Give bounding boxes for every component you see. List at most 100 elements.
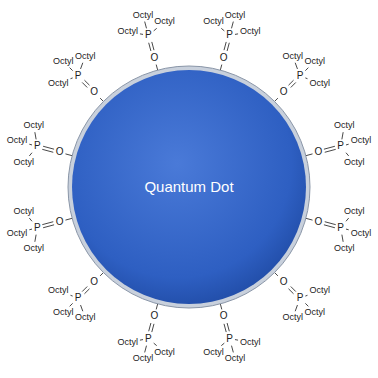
bond-line [154,343,157,346]
bond-line [43,146,54,149]
bond-line [232,22,234,29]
alkyl-label: Octyl [7,136,28,145]
alkyl-label: Octyl [305,308,326,317]
alkyl-label: Octyl [240,27,261,36]
bond-line [82,287,87,292]
alkyl-label: Octyl [351,136,372,145]
bond-line [305,303,308,306]
bond-line [29,153,32,156]
bond-line [81,305,83,311]
bond-line [35,235,36,242]
dot-label: Quantum Dot [144,177,234,197]
bond-line [70,303,73,306]
alkyl-label: Octyl [23,121,44,130]
atom-label: P [75,71,82,81]
atom-label: P [297,293,304,303]
bond-line [346,153,349,156]
bond-line [152,42,154,50]
alkyl-label: Octyl [53,308,74,317]
bond-line [220,304,221,310]
alkyl-label: Octyl [334,244,355,253]
bond-line [29,229,32,231]
bond-line [145,346,147,353]
bond-line [156,304,157,310]
bond-line [235,33,238,35]
alkyl-label: Octyl [344,158,365,167]
bond-line [42,222,53,225]
bond-line [65,154,72,156]
alkyl-label: Octyl [7,229,28,238]
bond-line [70,68,73,71]
alkyl-label: Octyl [240,338,261,347]
atom-label: P [145,334,152,344]
bond-line [100,98,103,101]
alkyl-label: Octyl [154,17,175,26]
bond-line [152,324,154,332]
quantum-dot-circle: Quantum Dot [67,65,311,309]
alkyl-label: Octyl [344,207,365,216]
alkyl-label: Octyl [53,57,74,66]
bond-line [325,149,336,152]
bond-line [346,229,349,231]
bond-line [140,339,143,341]
atom-label: O [315,147,323,157]
atom-label: O [150,53,158,63]
bond-line [342,132,343,139]
alkyl-label: Octyl [334,121,355,130]
bond-line [29,144,32,146]
bond-line [220,65,221,71]
bond-line [289,80,294,85]
bond-line [82,82,87,87]
bond-line [81,63,83,69]
bond-line [305,295,307,297]
bond-line [289,289,294,294]
bond-line [295,305,297,311]
alkyl-label: Octyl [154,348,175,357]
bond-line [306,154,313,156]
atom-label: O [56,147,64,157]
bond-line [65,218,72,220]
alkyl-label: Octyl [48,286,69,295]
bond-line [232,346,234,353]
atom-label: O [220,53,228,63]
bond-line [149,323,151,331]
atom-label: P [34,223,41,233]
alkyl-label: Octyl [14,207,35,216]
bond-line [29,218,32,221]
alkyl-label: Octyl [203,17,224,26]
atom-label: O [280,277,288,287]
dot-body [72,70,306,304]
alkyl-label: Octyl [133,354,154,363]
bond-line [227,43,229,51]
bond-line [42,149,53,152]
atom-label: P [145,30,152,40]
bond-line [84,289,89,294]
alkyl-label: Octyl [48,79,69,88]
alkyl-label: Octyl [75,52,96,61]
atom-label: P [226,30,233,40]
bond-line [154,28,157,31]
bond-line [324,225,335,228]
alkyl-label: Octyl [309,79,330,88]
bond-line [71,295,73,297]
bond-line [221,28,224,31]
atom-label: O [220,311,228,321]
atom-label: O [56,217,64,227]
alkyl-label: Octyl [225,354,246,363]
atom-label: P [297,71,304,81]
alkyl-label: Octyl [283,313,304,322]
bond-line [342,235,343,242]
atom-label: O [280,87,288,97]
bond-line [149,43,151,51]
bond-line [84,80,89,85]
bond-line [305,77,307,79]
atom-label: O [90,87,98,97]
bond-line [291,287,296,292]
bond-line [71,77,73,79]
atom-label: P [75,293,82,303]
atom-label: O [150,311,158,321]
alkyl-label: Octyl [133,11,154,20]
bond-line [224,42,226,50]
bond-line [227,323,229,331]
bond-line [275,273,278,276]
